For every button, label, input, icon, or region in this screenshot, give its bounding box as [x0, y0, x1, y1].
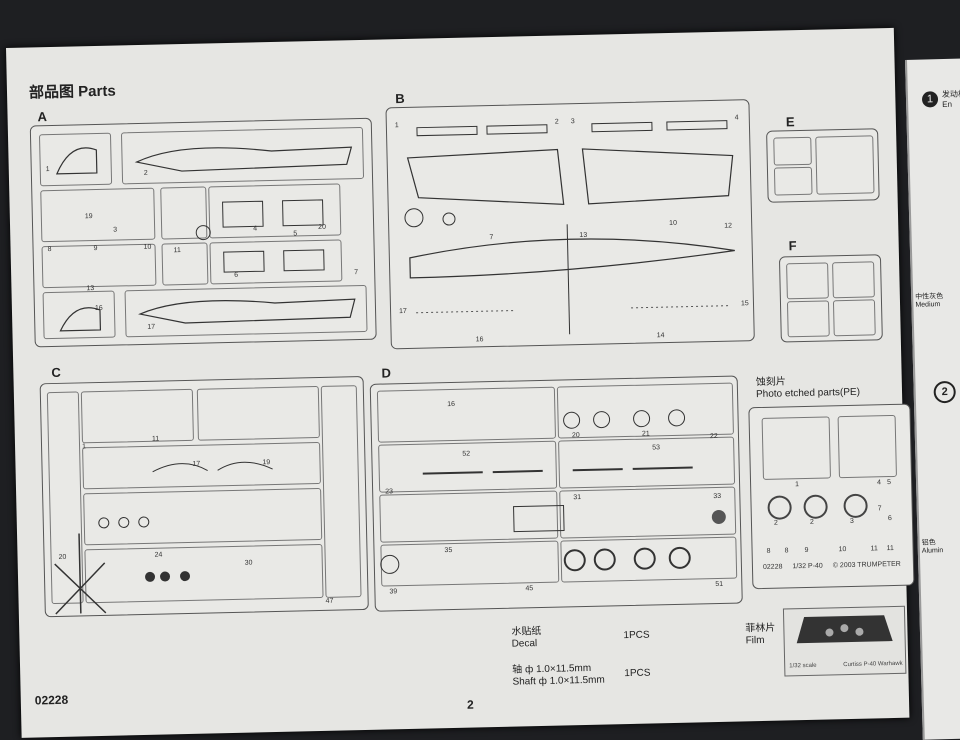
sprue-f-label: F	[788, 238, 797, 254]
film-sheet: 1/32 scale Curtiss P-40 Warhawk	[782, 605, 907, 677]
pe-model: 1/32 P-40	[792, 562, 823, 571]
instruction-page: 部品图 Parts A 1 2 3 4 5 6 7 8 9 10 11 13	[6, 27, 915, 738]
decal-qty: 1PCS	[623, 629, 650, 642]
pe-gauge	[843, 493, 868, 519]
sprue-b: 1 2 3 4 7 10 12 13 14 15 16 17	[385, 99, 755, 350]
sprue-d-drawing	[380, 409, 726, 574]
sprue-e-label: E	[785, 114, 795, 130]
sprue-f	[778, 254, 883, 343]
pe-title: 蚀刻片 Photo etched parts(PE)	[755, 376, 861, 401]
step-1-badge: 1	[921, 91, 939, 108]
pe-gauge	[767, 495, 792, 520]
pe-fret: 1 2 2 3 4 5 6 7 8 8 9 10 11 11 02228 1/3…	[748, 403, 915, 590]
page-number: 2	[466, 697, 474, 712]
pe-code: 02228	[762, 563, 783, 571]
sprue-c: 1 11 17 19 20 24 30 47	[39, 375, 369, 618]
shaft-qty: 1PCS	[624, 667, 651, 680]
step-2-badge: 2	[933, 380, 956, 404]
sprue-d: 16 20 21 22 23 31 33 35 39 45 51 52 53	[369, 375, 743, 612]
sprue-e	[766, 128, 880, 203]
sprue-c-drawing	[54, 461, 273, 615]
model-code: 02228	[34, 692, 69, 708]
sprue-b-drawing	[404, 120, 735, 335]
sprue-a-label: A	[37, 109, 48, 125]
sprue-a: 1 2 3 4 5 6 7 8 9 10 11 13 16 17 19 20	[29, 117, 377, 348]
sprue-b-label: B	[395, 90, 405, 107]
film-scale: 1/32 scale	[789, 662, 817, 670]
page-title: 部品图 Parts	[28, 82, 116, 102]
pe-copyright: © 2003 TRUMPETER	[832, 560, 901, 570]
sprue-c-label: C	[51, 364, 61, 381]
instrument-panel-film	[796, 615, 893, 644]
sprue-d-label: D	[381, 365, 392, 381]
sprue-a-drawing	[55, 146, 356, 332]
pe-gauge	[803, 494, 828, 520]
